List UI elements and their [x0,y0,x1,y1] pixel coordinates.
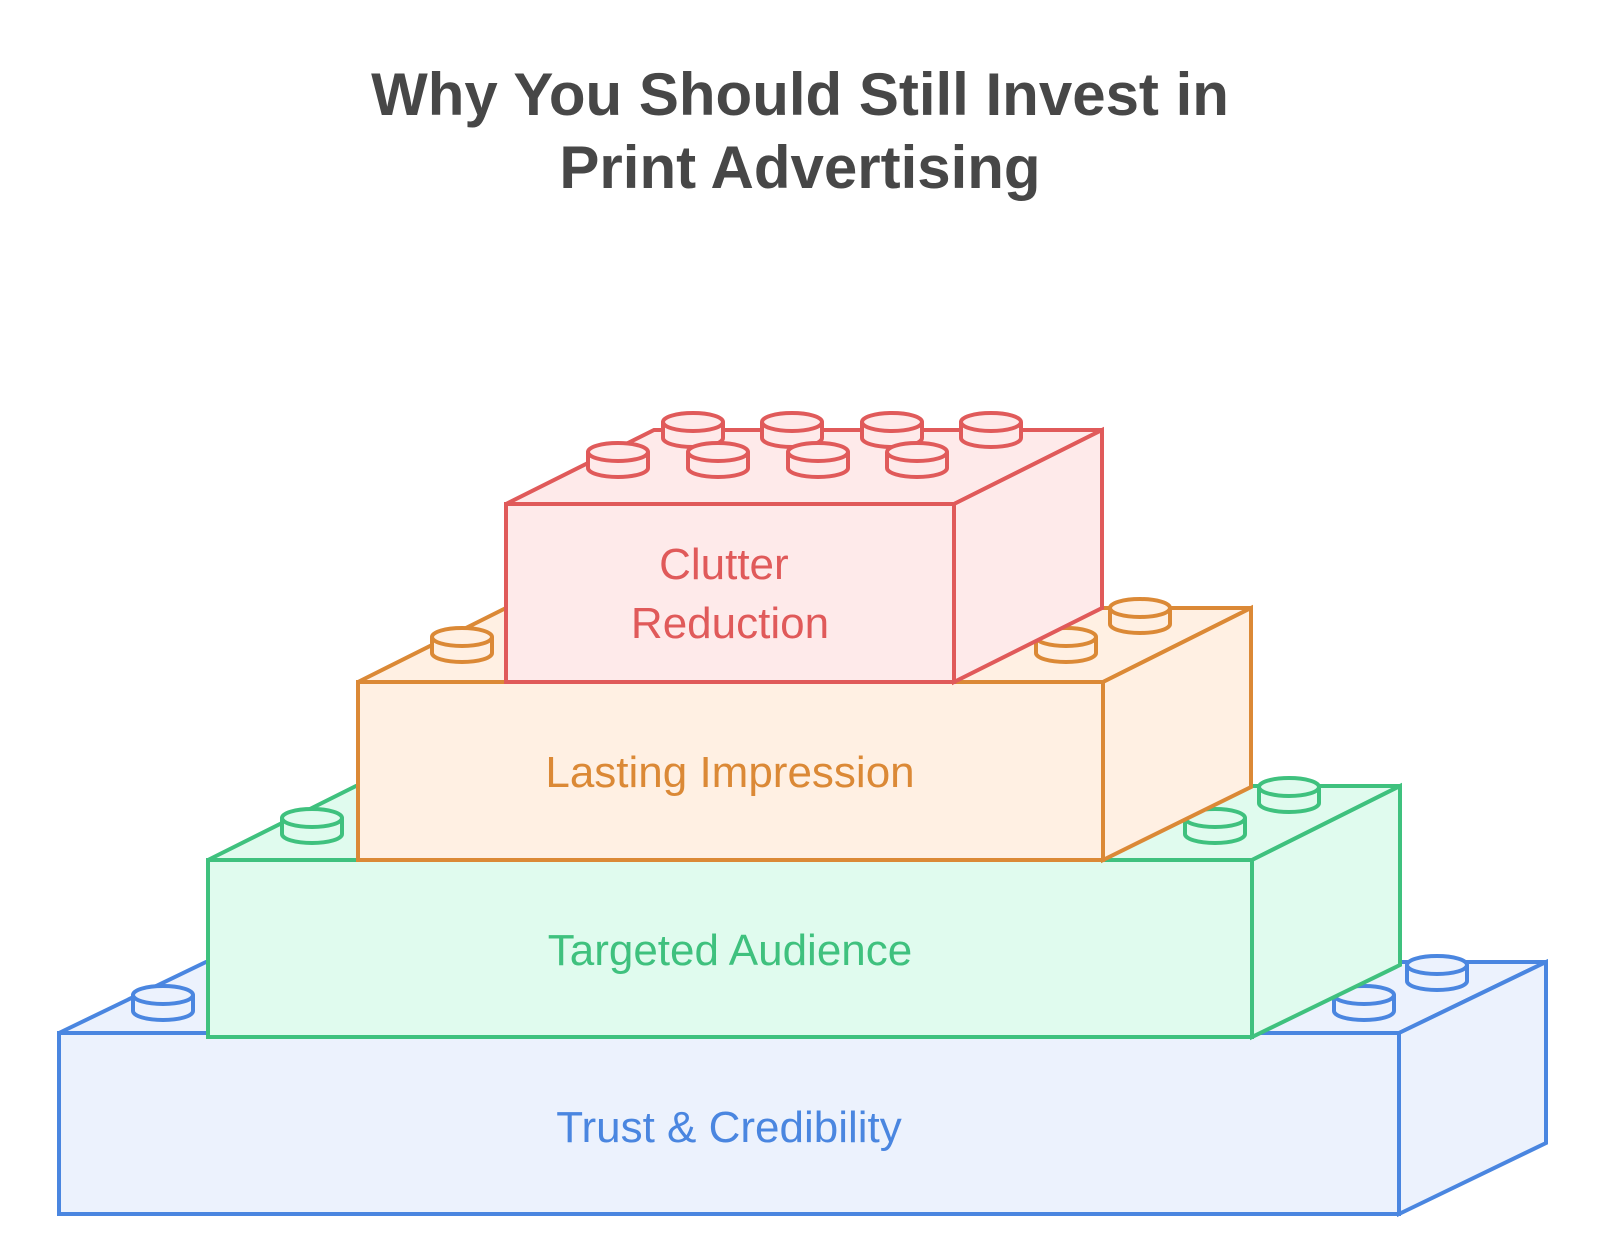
stud [430,626,494,664]
stud [1405,954,1469,992]
brick-front-face [504,502,956,684]
stud [280,807,344,845]
label-line: Clutter [659,540,789,589]
stud [586,441,650,479]
stud [1257,776,1321,814]
stud [860,411,924,449]
stud [131,984,195,1022]
brick-label-trust: Trust & Credibility [556,1103,902,1152]
brick-label-clutter: Clutter Reduction [631,540,829,648]
brick-front-face [57,1031,1401,1216]
brick-clutter: Clutter Reduction [504,411,1104,686]
label-line: Targeted Audience [548,926,913,975]
label-line: Trust & Credibility [556,1103,902,1152]
diagram-title: Why You Should Still Invest in Print Adv… [0,58,1600,204]
title-line-2: Print Advertising [559,134,1041,201]
label-line: Lasting Impression [545,748,914,797]
stud [959,411,1023,449]
brick-label-lasting: Lasting Impression [545,748,914,797]
label-line: Reduction [631,599,829,648]
brick-label-targeted: Targeted Audience [548,926,913,975]
stud [786,441,850,479]
stud [686,441,750,479]
stud [1108,597,1172,635]
stud [661,411,725,449]
stud [885,441,949,479]
title-line-1: Why You Should Still Invest in [371,61,1229,128]
